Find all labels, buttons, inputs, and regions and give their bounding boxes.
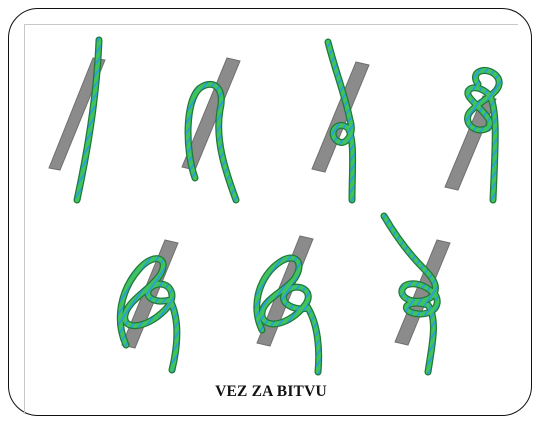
knot-step-3	[312, 42, 369, 200]
knot-step-4	[445, 70, 499, 200]
caption-title: VEZ ZA BITVU	[0, 383, 542, 401]
knot-step-2	[182, 58, 240, 200]
rope	[384, 216, 437, 372]
knot-step-5	[120, 240, 178, 370]
knot-step-6	[257, 236, 319, 372]
knot-step-7	[384, 216, 450, 372]
knot-step-1	[49, 40, 105, 200]
